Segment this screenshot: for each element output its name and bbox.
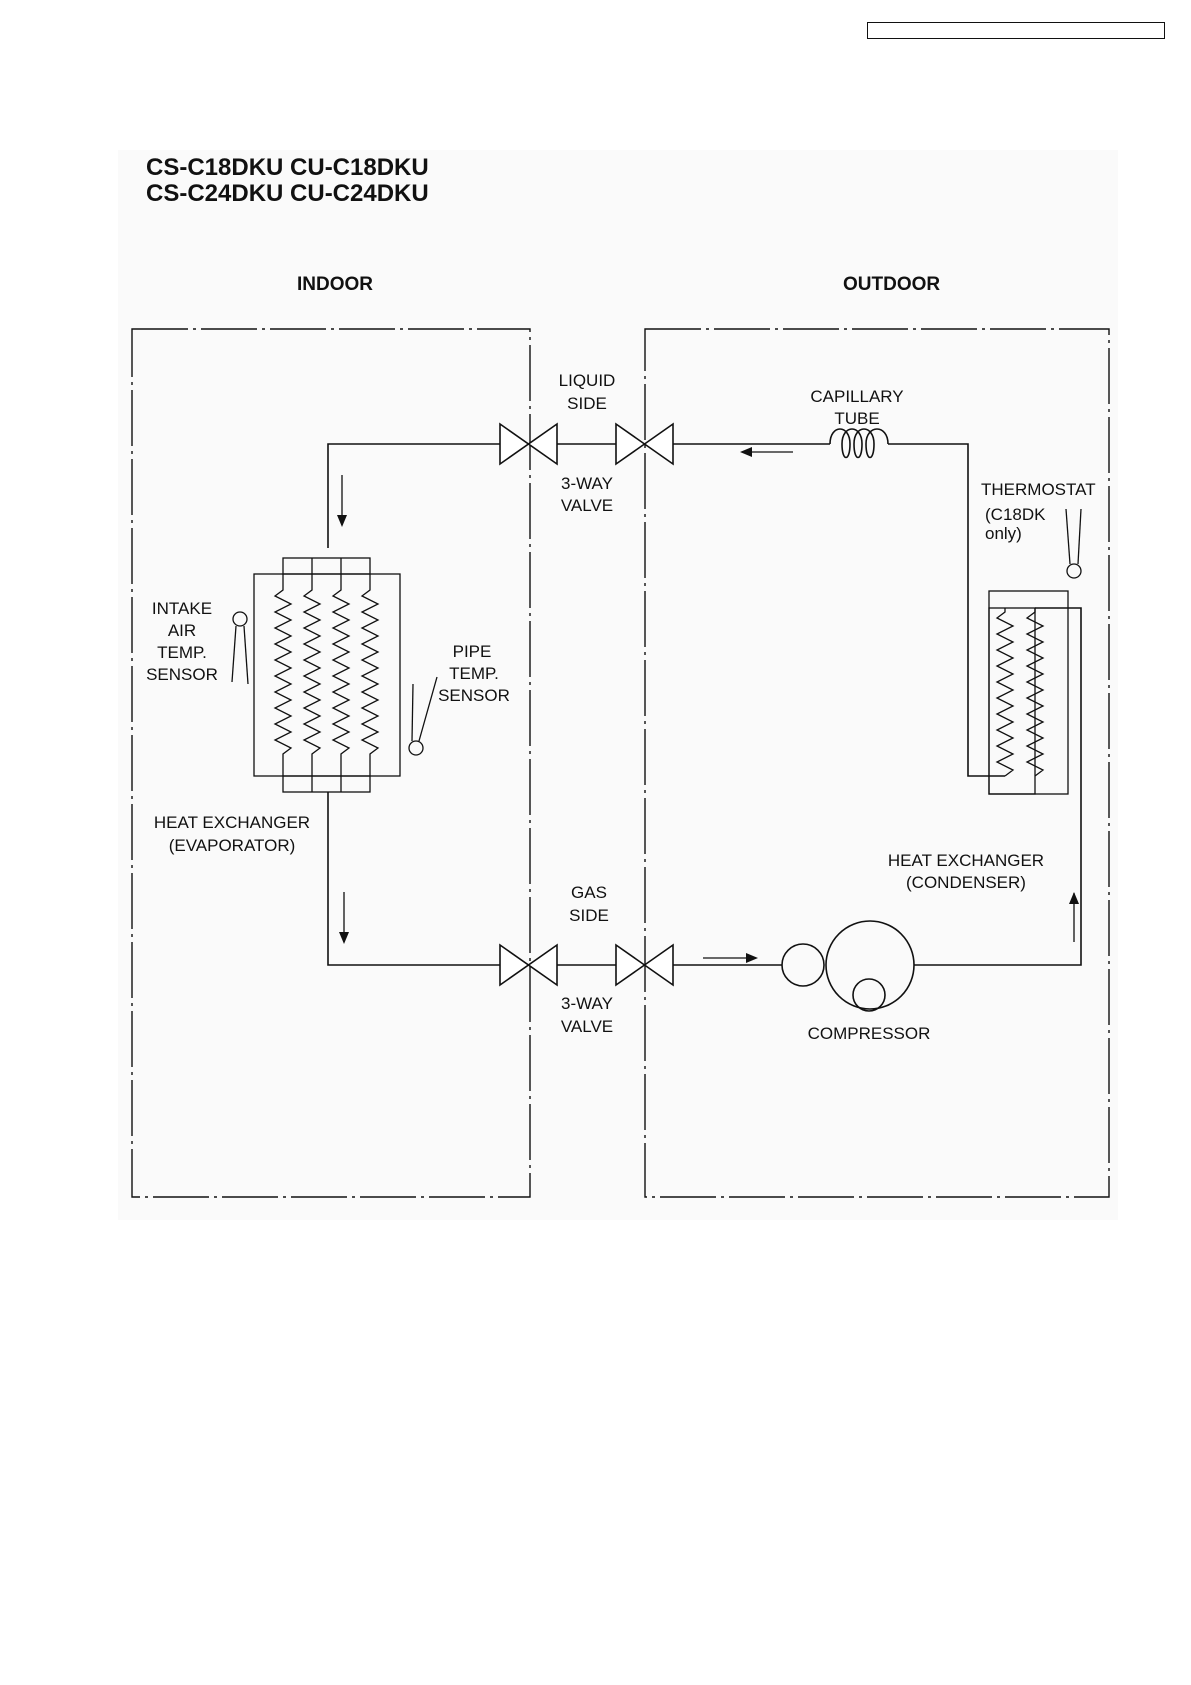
intake-sensor-label-line-1: INTAKE xyxy=(152,599,212,618)
evaporator-heat-exchanger xyxy=(254,558,400,792)
pipe-sensor-label-line-2: TEMP. xyxy=(449,664,499,683)
intake-sensor-label-line-2: AIR xyxy=(168,621,196,640)
thermostat-label-line-3: only) xyxy=(985,524,1022,543)
thermostat-sensor xyxy=(1066,509,1081,578)
gas-valve-label-line-2: VALVE xyxy=(561,1017,613,1036)
intake-sensor-label-line-4: SENSOR xyxy=(146,665,218,684)
gas-side-label-line-2: SIDE xyxy=(569,906,609,925)
compressor-label: COMPRESSOR xyxy=(808,1024,931,1043)
indoor-heading: INDOOR xyxy=(297,274,373,295)
intake-sensor-label-line-3: TEMP. xyxy=(157,643,207,662)
outdoor-unit-boundary xyxy=(645,329,1109,1197)
compressor xyxy=(782,921,914,1011)
condenser-label-line-2: (CONDENSER) xyxy=(906,873,1026,892)
capillary-tube-label-line-1: CAPILLARY xyxy=(810,387,903,406)
outdoor-heading: OUTDOOR xyxy=(843,274,940,295)
gas-side-valve-indoor xyxy=(500,945,557,985)
evaporator-label-line-1: HEAT EXCHANGER xyxy=(154,813,310,832)
liquid-side-label-line-1: LIQUID xyxy=(559,371,616,390)
evaporator-label-line-2: (EVAPORATOR) xyxy=(169,836,296,855)
liquid-side-label-line-2: SIDE xyxy=(567,394,607,413)
pipe-sensor-label-line-3: SENSOR xyxy=(438,686,510,705)
thermostat-label-line-2: (C18DK xyxy=(985,505,1046,524)
condenser-label-line-1: HEAT EXCHANGER xyxy=(888,851,1044,870)
liquid-valve-label-line-1: 3-WAY xyxy=(561,474,613,493)
capillary-tube-coil xyxy=(830,429,888,458)
pipe-temp-sensor xyxy=(409,677,437,755)
title-line-1: CS-C18DKU CU-C18DKU xyxy=(146,154,429,181)
liquid-valve-label-line-2: VALVE xyxy=(561,496,613,515)
pipe-sensor-label-line-1: PIPE xyxy=(453,642,492,661)
title-line-2: CS-C24DKU CU-C24DKU xyxy=(146,180,429,207)
thermostat-label-line-1: THERMOSTAT xyxy=(981,480,1096,499)
liquid-side-valve-indoor xyxy=(500,424,557,464)
condenser-heat-exchanger xyxy=(989,591,1068,794)
indoor-unit-boundary xyxy=(132,329,530,1197)
gas-side-label-line-1: GAS xyxy=(571,883,607,902)
capillary-tube-label-line-2: TUBE xyxy=(834,409,879,428)
gas-valve-label-line-1: 3-WAY xyxy=(561,994,613,1013)
intake-air-temp-sensor xyxy=(232,612,248,684)
